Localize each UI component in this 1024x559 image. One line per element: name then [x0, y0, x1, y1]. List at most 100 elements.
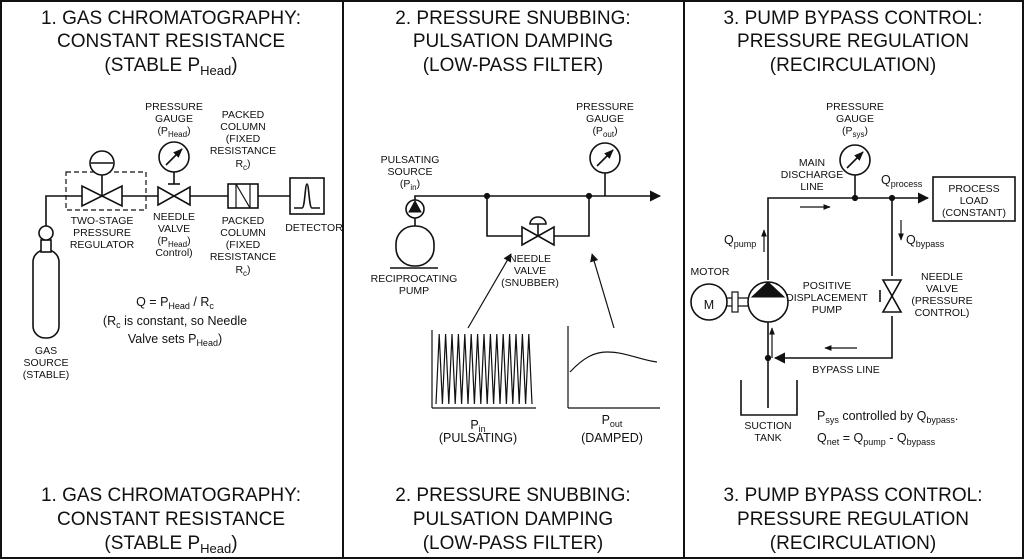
p3-gauge-label-3: (Psys): [842, 125, 868, 139]
panel-pump-bypass: 3. PUMP BYPASS CONTROL: PRESSURE REGULAT…: [690, 8, 1016, 447]
pressure-gauge-icon: [158, 141, 190, 184]
bypass-return-pipe: [773, 316, 893, 364]
gas-source-label-3: (STABLE): [23, 369, 69, 381]
footer3-line1: 3. PUMP BYPASS CONTROL:: [723, 485, 982, 506]
footer2-line3: (LOW-PASS FILTER): [423, 533, 604, 554]
p2-gauge-label-1: PRESSURE: [576, 101, 634, 113]
footer3-line3: (RECIRCULATION): [770, 533, 936, 554]
p1-equation-line3: Valve sets PHead): [128, 332, 222, 348]
regulator-label-1: TWO-STAGE: [71, 215, 134, 227]
suction-tank-icon: [740, 380, 798, 416]
p3-gauge-label-2: GAUGE: [836, 113, 874, 125]
p2-source-label-2: SOURCE: [388, 166, 433, 178]
pd-pump-icon: [747, 281, 789, 358]
panel2-title-line3: (LOW-PASS FILTER): [423, 55, 604, 76]
gas-source-label-2: SOURCE: [24, 357, 69, 369]
panel1-title-line1: 1. GAS CHROMATOGRAPHY:: [41, 8, 301, 29]
regulator-label-2: PRESSURE: [73, 227, 131, 239]
packed-column-icon: [227, 183, 259, 209]
column-bottom-label-2: COLUMN: [220, 227, 266, 239]
main-line-label-1: MAIN: [799, 157, 825, 169]
gas-source-label-1: GAS: [35, 345, 57, 357]
tank-label-2: TANK: [754, 432, 781, 444]
snubber-valve-icon: [521, 216, 555, 247]
p2-main-pipe: [414, 190, 662, 202]
p3-valve-label-4: CONTROL): [915, 307, 970, 319]
footer1-line3: (STABLE PHead): [104, 533, 237, 556]
footer3-line2: PRESSURE REGULATION: [737, 509, 969, 530]
p2-pressure-gauge-icon: [589, 142, 621, 196]
tank-label-1: SUCTION: [744, 420, 791, 432]
pout-plot-caption: (DAMPED): [581, 431, 643, 445]
p2-gauge-label-2: GAUGE: [586, 113, 624, 125]
pd-pump-label-3: PUMP: [812, 304, 842, 316]
p1-valve-label-4: Control): [155, 247, 192, 259]
p1-equation-line2: (Rc is constant, so Needle: [103, 314, 247, 330]
column-bottom-label-4: RESISTANCE: [210, 251, 276, 263]
p3-valve-label-1: NEEDLE: [921, 271, 963, 283]
process-load-label-1: PROCESS: [948, 183, 999, 195]
motor-label: MOTOR: [691, 266, 730, 278]
panel2-title-line1: 2. PRESSURE SNUBBING:: [395, 8, 630, 29]
process-load-box: [932, 176, 1016, 222]
panel1-title-line2: CONSTANT RESISTANCE: [57, 31, 285, 52]
p2-valve-label-3: (SNUBBER): [501, 277, 559, 289]
footer-titles: 1. GAS CHROMATOGRAPHY: CONSTANT RESISTAN…: [41, 485, 983, 556]
reciprocating-pump-icon: [390, 199, 438, 269]
regulator-icon: [65, 150, 147, 211]
p3-pressure-gauge-icon: [839, 144, 871, 198]
panel3-title-line3: (RECIRCULATION): [770, 55, 936, 76]
svg-text:M: M: [704, 298, 714, 312]
column-bottom-label-1: PACKED: [222, 215, 265, 227]
main-line-label-2: DISCHARGE: [781, 169, 843, 181]
pout-plot: [567, 326, 660, 409]
p3-valve-label-2: VALVE: [926, 283, 958, 295]
column-top-label-1: PACKED: [222, 109, 265, 121]
panel3-title-line1: 3. PUMP BYPASS CONTROL:: [723, 8, 982, 29]
p1-equation-line1: Q = PHead / Rc: [136, 295, 214, 311]
detector-label: DETECTOR: [285, 222, 343, 234]
column-top-label-5: Rc): [235, 158, 250, 172]
p2-valve-label-1: NEEDLE: [509, 253, 551, 265]
p1-valve-label-1: NEEDLE: [153, 211, 195, 223]
regulator-label-3: REGULATOR: [70, 239, 135, 251]
pd-pump-label-2: DISPLACEMENT: [786, 292, 868, 304]
panel-gas-chromatography: 1. GAS CHROMATOGRAPHY: CONSTANT RESISTAN…: [23, 8, 343, 381]
pin-plot: [431, 330, 536, 409]
bypass-needle-valve-icon: [879, 279, 903, 313]
panel2-title-line2: PULSATION DAMPING: [413, 31, 613, 52]
footer2-line2: PULSATION DAMPING: [413, 509, 613, 530]
panel-pressure-snubbing: 2. PRESSURE SNUBBING: PULSATION DAMPING …: [371, 8, 662, 445]
needle-valve-icon: [157, 183, 191, 207]
main-line-label-3: LINE: [800, 181, 823, 193]
p1-valve-label-2: VALVE: [158, 223, 190, 235]
panel1-title-line3: (STABLE PHead): [104, 55, 237, 78]
pin-waveform: [435, 333, 533, 405]
gas-cylinder-icon: [32, 225, 60, 339]
pout-plot-label: Pout: [602, 413, 623, 429]
column-top-label-2: COLUMN: [220, 121, 266, 133]
p3-equation-line1: Psys controlled by Qbypass.: [817, 409, 958, 425]
p1-gauge-label-1: PRESSURE: [145, 101, 203, 113]
pout-curve: [569, 351, 658, 373]
motor-icon: M: [690, 283, 748, 321]
bypass-line-label: BYPASS LINE: [812, 364, 880, 376]
p2-pump-label-2: PUMP: [399, 285, 429, 297]
footer2-line1: 2. PRESSURE SNUBBING:: [395, 485, 630, 506]
pin-plot-caption: (PULSATING): [439, 431, 517, 445]
footer1-line1: 1. GAS CHROMATOGRAPHY:: [41, 485, 301, 506]
footer1-line2: CONSTANT RESISTANCE: [57, 509, 285, 530]
column-bottom-label-3: (FIXED: [226, 239, 261, 251]
panel3-title-line2: PRESSURE REGULATION: [737, 31, 969, 52]
discharge-pipe: [767, 192, 930, 280]
q-process-label: Qprocess: [881, 173, 923, 189]
p2-source-label-3: (Pin): [400, 178, 420, 192]
p3-equation-line2: Qnet = Qpump - Qbypass: [817, 431, 936, 447]
p2-gauge-label-3: (Pout): [592, 125, 617, 139]
detector-icon: [289, 177, 325, 215]
pin-plot-label: Pin: [470, 418, 485, 434]
q-pump-label: Qpump: [724, 233, 756, 249]
q-bypass-label: Qbypass: [906, 233, 945, 249]
